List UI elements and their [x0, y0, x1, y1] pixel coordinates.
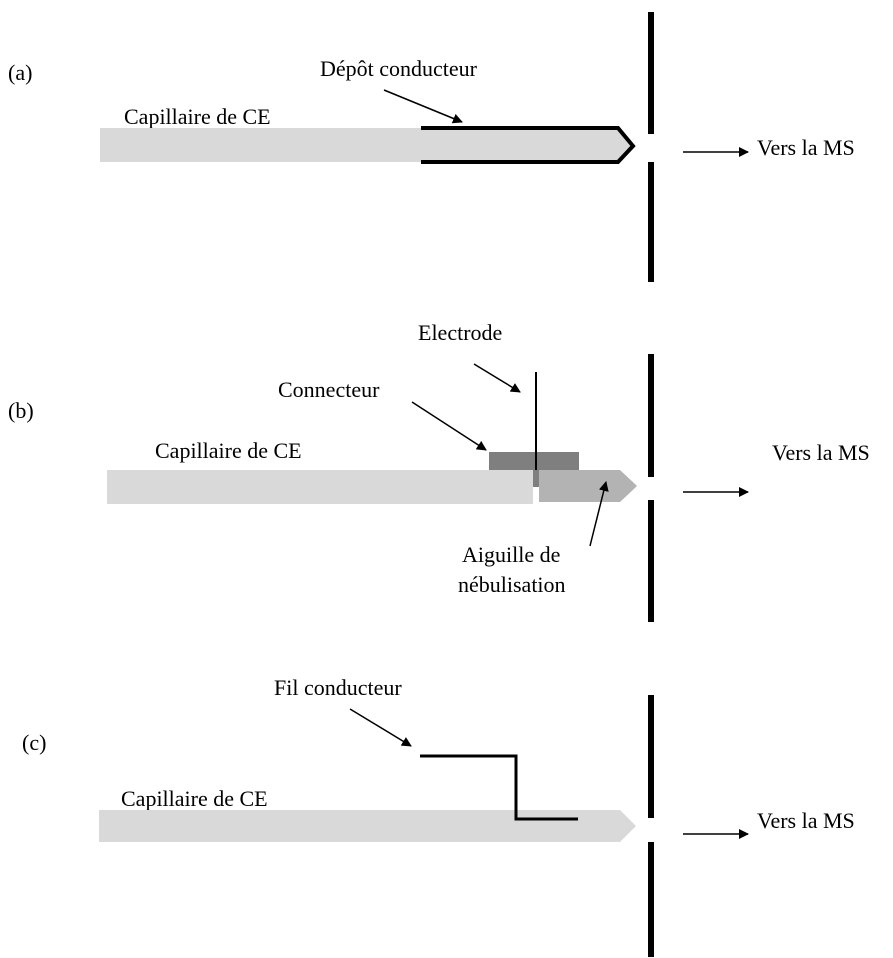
panel-a-capillary-label: Capillaire de CE: [124, 104, 271, 129]
panel-b-needle-label-line1: Aiguille de: [462, 542, 560, 567]
panel-b-capillary: [107, 470, 533, 504]
panel-c-wire-label: Fil conducteur: [274, 675, 402, 700]
panel-b: (b) Capillaire de CE Electrode Connecteu…: [8, 320, 870, 622]
panel-a-conductive-coating-label: Dépôt conducteur: [320, 56, 478, 81]
panel-b-electrode-arrow: [473, 363, 521, 393]
panel-b-needle-arrow: [589, 481, 609, 547]
panel-c-ms-label: Vers la MS: [757, 808, 855, 833]
panel-b-electrode-label: Electrode: [418, 320, 502, 345]
panel-b-ms-label: Vers la MS: [772, 440, 870, 465]
panel-a-label: (a): [8, 60, 32, 85]
panel-b-connector-arrow: [411, 401, 487, 451]
panel-b-nebulization-needle: [539, 470, 637, 502]
panel-b-connector-label: Connecteur: [278, 377, 380, 402]
panel-c-capillary-label: Capillaire de CE: [121, 786, 268, 811]
panel-c-capillary: [99, 810, 636, 842]
panel-c: (c) Capillaire de CE Fil conducteur Vers…: [22, 675, 855, 957]
panel-a-coating-arrow: [383, 89, 463, 124]
panel-a: (a) Capillaire de CE Dépôt conducteur Ve…: [8, 12, 855, 282]
panel-b-needle-label-line2: nébulisation: [458, 572, 566, 597]
panel-a-conductive-coating: [421, 126, 636, 164]
panel-b-label: (b): [8, 398, 34, 423]
panel-c-conductive-wire: [420, 754, 578, 821]
panel-c-wire-arrow: [349, 708, 412, 747]
panel-c-label: (c): [22, 730, 46, 755]
panel-a-capillary: [100, 128, 633, 162]
panel-a-ms-label: Vers la MS: [757, 135, 855, 160]
panel-b-capillary-label: Capillaire de CE: [155, 438, 302, 463]
